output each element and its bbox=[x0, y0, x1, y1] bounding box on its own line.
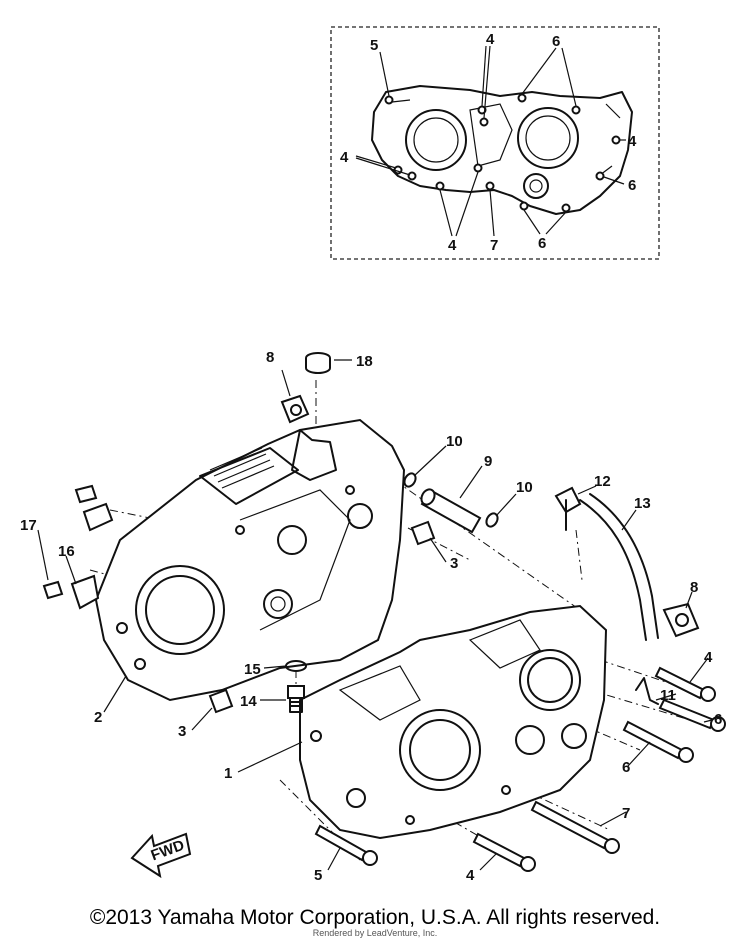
callout: 7 bbox=[622, 805, 630, 822]
callout: 15 bbox=[244, 661, 261, 678]
hose-13 bbox=[579, 493, 659, 641]
inset-callout: 4 bbox=[628, 133, 637, 150]
pipe-9 bbox=[420, 488, 482, 534]
inset-callout: 6 bbox=[538, 235, 546, 252]
inset-callout: 5 bbox=[370, 37, 378, 54]
dowel-3-right bbox=[410, 520, 436, 546]
callout: 17 bbox=[20, 517, 37, 534]
inset-callouts: 5 4 6 4 4 6 4 7 6 bbox=[340, 31, 637, 254]
inset-crankcase-outline bbox=[371, 85, 633, 215]
inset-leader-lines bbox=[355, 45, 626, 237]
callout: 8 bbox=[266, 349, 274, 366]
fwd-arrow: FWD bbox=[130, 832, 192, 879]
inset-callout: 4 bbox=[448, 237, 457, 254]
callout: 14 bbox=[240, 693, 257, 710]
callout: 2 bbox=[94, 709, 102, 726]
inset-callout: 6 bbox=[628, 177, 636, 194]
callout: 3 bbox=[450, 555, 458, 572]
rendered-by-note: Rendered by LeadVenture, Inc. bbox=[312, 928, 438, 938]
inset-callout: 6 bbox=[552, 33, 560, 50]
dowel-3-left bbox=[208, 688, 234, 714]
clip-11 bbox=[635, 677, 659, 705]
inset-callout: 4 bbox=[340, 149, 349, 166]
bolts bbox=[314, 666, 726, 872]
callout: 11 bbox=[660, 687, 676, 704]
callout: 10 bbox=[446, 433, 463, 450]
left-crankcase bbox=[94, 418, 406, 702]
callout: 4 bbox=[466, 867, 475, 884]
inset-callout: 4 bbox=[486, 31, 495, 48]
callout: 3 bbox=[178, 723, 186, 740]
callout: 12 bbox=[594, 473, 611, 490]
o-ring-10b bbox=[485, 512, 499, 528]
callout: 5 bbox=[314, 867, 322, 884]
right-crankcase bbox=[299, 604, 608, 840]
callout: 13 bbox=[634, 495, 651, 512]
bracket-17 bbox=[42, 484, 114, 600]
callout: 18 bbox=[356, 353, 373, 370]
o-ring-10a bbox=[403, 472, 417, 488]
inset-bolt-holes bbox=[384, 93, 621, 213]
callout: 10 bbox=[516, 479, 533, 496]
callout: 6 bbox=[714, 711, 722, 728]
copyright-notice: ©2013 Yamaha Motor Corporation, U.S.A. A… bbox=[89, 906, 661, 929]
callout: 8 bbox=[690, 579, 698, 596]
inset-frame bbox=[330, 26, 660, 260]
main-leader-lines bbox=[37, 359, 713, 871]
callout: 4 bbox=[704, 649, 713, 666]
callout: 9 bbox=[484, 453, 492, 470]
bushing-8-top bbox=[280, 394, 310, 424]
cap-18 bbox=[305, 352, 331, 374]
inset-callout: 7 bbox=[490, 237, 498, 254]
fitting-12 bbox=[554, 486, 582, 531]
bracket-16 bbox=[70, 574, 100, 610]
callout: 6 bbox=[622, 759, 630, 776]
callout: 16 bbox=[58, 543, 75, 560]
callout: 1 bbox=[224, 765, 232, 782]
drain-plug-14 bbox=[287, 685, 305, 713]
main-callouts: 18 8 10 9 10 12 13 17 16 3 8 15 14 2 3 1… bbox=[20, 349, 722, 884]
bushing-8-right bbox=[662, 602, 700, 638]
